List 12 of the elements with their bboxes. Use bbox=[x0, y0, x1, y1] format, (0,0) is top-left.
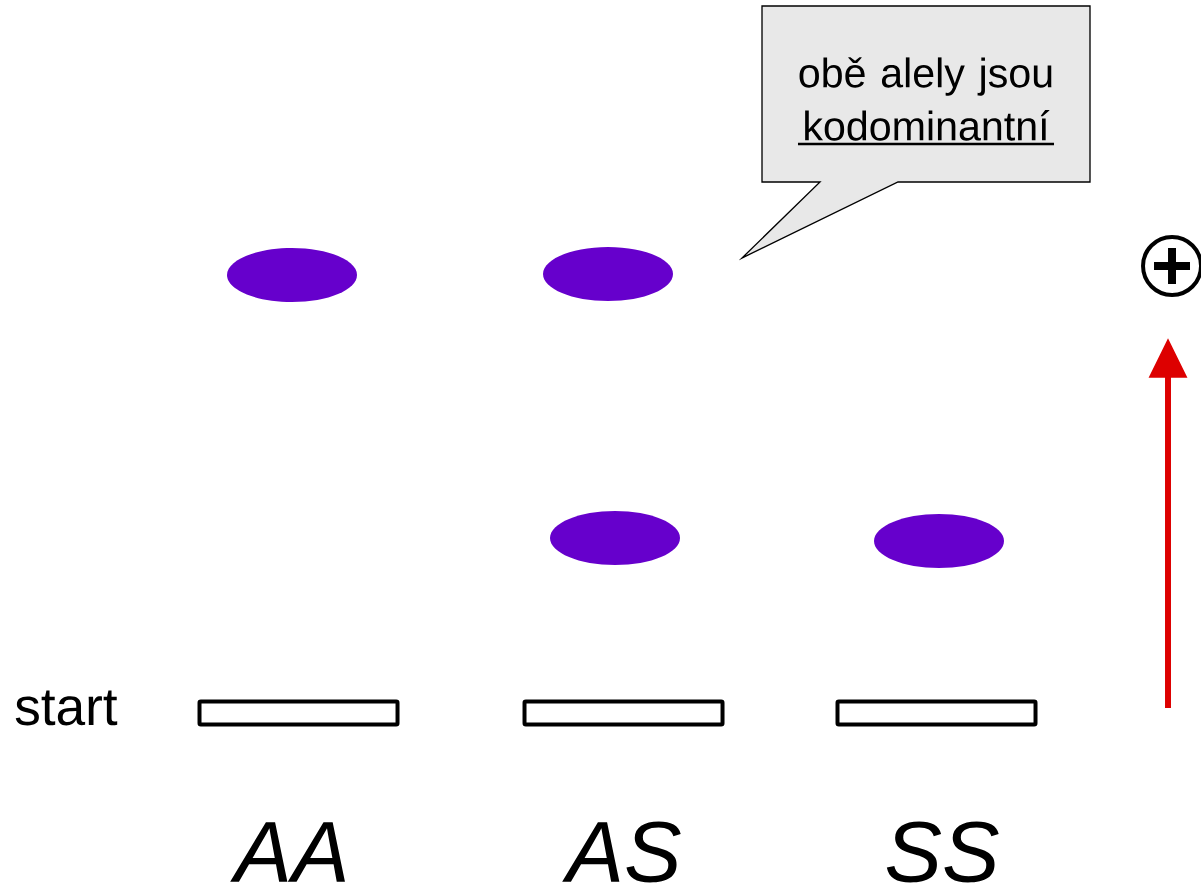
start-well bbox=[197, 699, 400, 727]
start-label: start bbox=[15, 690, 118, 726]
genotype-label: SS bbox=[886, 821, 999, 883]
band-spot bbox=[543, 247, 673, 301]
genotype-label: AS bbox=[562, 821, 681, 883]
start-well bbox=[835, 699, 1038, 727]
band-spot bbox=[550, 511, 681, 565]
speech-bubble: obě alely jsou kodominantní bbox=[738, 5, 1091, 261]
band-spot bbox=[874, 514, 1004, 568]
genotype-label: AA bbox=[230, 822, 345, 882]
band-spot bbox=[227, 248, 358, 302]
start-well bbox=[522, 699, 725, 727]
